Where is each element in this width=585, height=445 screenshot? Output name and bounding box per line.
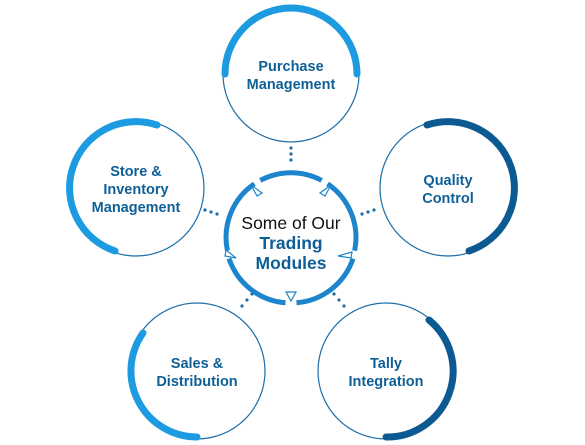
module-tally-line2: Integration (349, 374, 424, 390)
module-store-inventory-management: Store & Inventory Management (66, 118, 205, 257)
module-sales-distribution: Sales & Distribution (127, 302, 266, 441)
module-purchase-management: Purchase Management (221, 4, 361, 143)
module-quality-line1: Quality (423, 173, 472, 189)
center-text-line1: Some of Our (241, 213, 340, 233)
module-purchase-line2: Management (247, 77, 336, 93)
center-hub: Some of Our Trading Modules (223, 170, 359, 306)
module-sales-line2: Distribution (156, 374, 237, 390)
center-text-line3: Modules (256, 253, 327, 273)
module-quality-control: Quality Control (379, 118, 518, 257)
module-tally-integration: Tally Integration (317, 302, 457, 441)
module-sales-line1: Sales & (171, 356, 224, 372)
module-store-line1: Store & (110, 164, 162, 180)
module-quality-line2: Control (422, 191, 474, 207)
center-text-line2: Trading (259, 233, 322, 253)
module-purchase-line1: Purchase (258, 59, 323, 75)
module-store-line3: Management (92, 200, 181, 216)
ring-arrow-markers (224, 184, 353, 303)
connector-dots (203, 146, 376, 308)
module-store-line2: Inventory (103, 182, 168, 198)
module-tally-line1: Tally (370, 356, 402, 372)
